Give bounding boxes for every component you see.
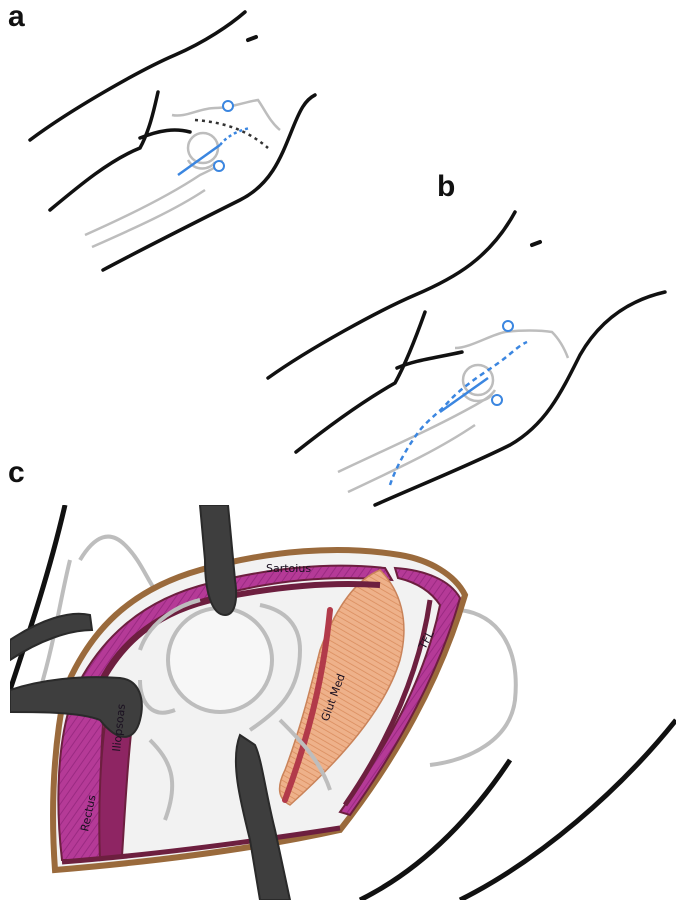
femur-shaft-lower-a bbox=[92, 190, 205, 247]
panel-a-drawing bbox=[30, 12, 315, 270]
body-outline-upper-b bbox=[268, 212, 515, 378]
label-sartorius: Sartoius bbox=[266, 562, 311, 575]
trochanter-marker-b bbox=[492, 395, 502, 405]
femoral-head-c bbox=[168, 608, 272, 712]
asis-marker-b bbox=[503, 321, 513, 331]
panel-b-drawing bbox=[268, 212, 665, 505]
thigh-outline-b bbox=[375, 292, 665, 505]
groin-crease-b bbox=[296, 312, 425, 452]
skin-outline-c-right bbox=[460, 720, 676, 900]
body-outline-upper-a bbox=[30, 12, 245, 140]
trochanter-marker-a bbox=[214, 161, 224, 171]
asis-marker-a bbox=[223, 101, 233, 111]
skin-outline-c-bottom bbox=[360, 760, 510, 900]
navel-mark-a bbox=[248, 37, 256, 40]
panel-c-drawing: Sartoius TFL Glut Med Iliopsoas Rectus bbox=[10, 505, 676, 900]
groin-crease-a bbox=[50, 92, 158, 210]
blue-dotted-incision-a bbox=[220, 128, 250, 145]
skin-outline-c-left bbox=[10, 505, 65, 690]
femur-shaft-a bbox=[85, 160, 222, 235]
navel-mark-b bbox=[532, 242, 540, 245]
